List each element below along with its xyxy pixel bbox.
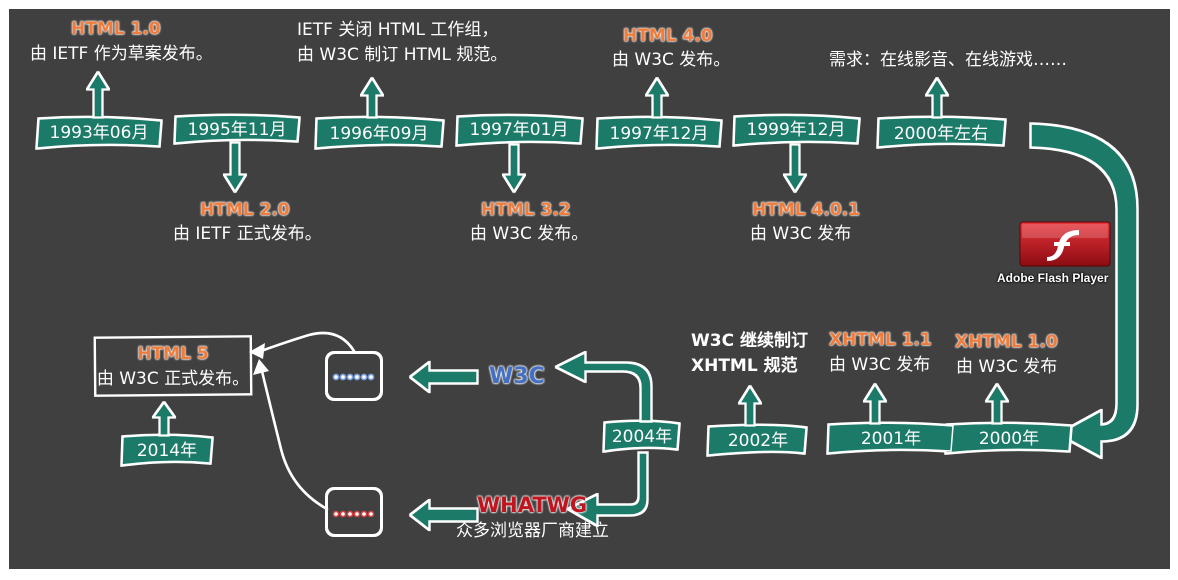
date-label: 2000年: [978, 429, 1040, 449]
version-title: HTML 3.2: [481, 200, 571, 220]
version-desc: 由 W3C 发布: [829, 355, 931, 375]
version-title: XHTML 1.1: [829, 330, 932, 350]
version-desc: 由 W3C 发布: [956, 357, 1058, 377]
date-label: 1997年01月: [469, 120, 569, 140]
arrow-up: [645, 77, 669, 118]
arrow-up: [360, 77, 384, 118]
curve-whatwg-to-html5: [259, 365, 329, 511]
requirement-desc: 需求：在线影音、在线游戏……: [829, 50, 1067, 70]
whatwg-member-box: [325, 487, 383, 537]
date-pill: [456, 114, 583, 146]
arrow-left: [409, 499, 478, 531]
date-label: 1999年12月: [746, 120, 846, 140]
date-label: 1997年12月: [609, 124, 709, 144]
flash-player-icon: [1019, 221, 1111, 267]
version-desc: 由 IETF 作为草案发布。: [30, 44, 213, 64]
date-pill: [36, 116, 162, 149]
version-desc: 由 IETF 正式发布。: [173, 224, 322, 244]
whatwg-label: WHATWG: [477, 493, 588, 517]
fork-arrow-w3c: [555, 351, 652, 422]
version-title: HTML 4.0: [623, 26, 713, 46]
arrow-up: [925, 77, 949, 118]
html5-box: [93, 335, 253, 397]
w3c-label: W3C: [489, 364, 545, 389]
date-label: 2002年: [727, 431, 789, 451]
version-title: HTML 1.0: [71, 19, 161, 39]
version-desc: 由 W3C 发布。: [470, 224, 589, 244]
version-desc: 由 W3C 发布。: [612, 50, 731, 70]
date-pill: [877, 116, 1006, 148]
arrow-up: [985, 383, 1009, 424]
arrow-down: [783, 144, 807, 193]
version-title: HTML 2.0: [200, 200, 290, 220]
version-title: XHTML 1.0: [955, 332, 1058, 352]
arrow-up: [86, 71, 110, 118]
version-desc: 由 W3C 制订 HTML 规范。: [297, 45, 508, 65]
version-title: HTML 4.0.1: [752, 200, 860, 220]
version-desc: IETF 关闭 HTML 工作组，: [297, 20, 499, 40]
diagram-board: 1993年06月 1995年11月 1996年09月 1997年01月 1997…: [9, 9, 1170, 569]
date-pill: [733, 114, 860, 146]
arrow-down: [502, 144, 526, 193]
date-label: 2004年: [611, 427, 673, 447]
arrow-left: [409, 361, 478, 393]
arrowhead: [253, 359, 269, 375]
diagram-shapes: [36, 71, 1138, 537]
html5-desc: 由 W3C 正式发布。: [96, 369, 250, 389]
version-desc: W3C 继续制订: [691, 331, 808, 351]
date-pill: [596, 116, 722, 149]
w3c-member-box: [325, 351, 383, 401]
html5-title: HTML 5: [137, 344, 209, 364]
date-label: 2000年左右: [893, 124, 989, 144]
date-label: 2001年: [860, 429, 922, 449]
date-pill: [945, 422, 1072, 454]
whatwg-desc: 众多浏览器厂商建立: [456, 521, 609, 541]
date-label: 1995年11月: [187, 120, 287, 140]
curve-w3c-to-html5: [259, 331, 356, 353]
date-pill: [315, 116, 444, 149]
date-pill: [121, 434, 213, 466]
date-pill: [174, 114, 300, 144]
version-desc: XHTML 规范: [691, 356, 798, 376]
date-label: 2014年: [136, 441, 198, 461]
date-label: 1996年09月: [329, 124, 429, 144]
date-pill: [827, 422, 954, 454]
arrow-down: [223, 142, 247, 193]
flash-player-caption: Adobe Flash Player: [997, 271, 1109, 285]
arrow-up: [152, 401, 176, 436]
arrow-up: [863, 383, 887, 424]
uturn-arrow: [1030, 123, 1138, 459]
date-label: 1993年06月: [49, 123, 149, 143]
arrowhead: [249, 343, 265, 359]
arrow-up: [738, 385, 762, 426]
fork-arrow-whatwg: [567, 452, 648, 527]
version-desc: 由 W3C 发布: [750, 224, 852, 244]
date-pill: [603, 420, 680, 452]
